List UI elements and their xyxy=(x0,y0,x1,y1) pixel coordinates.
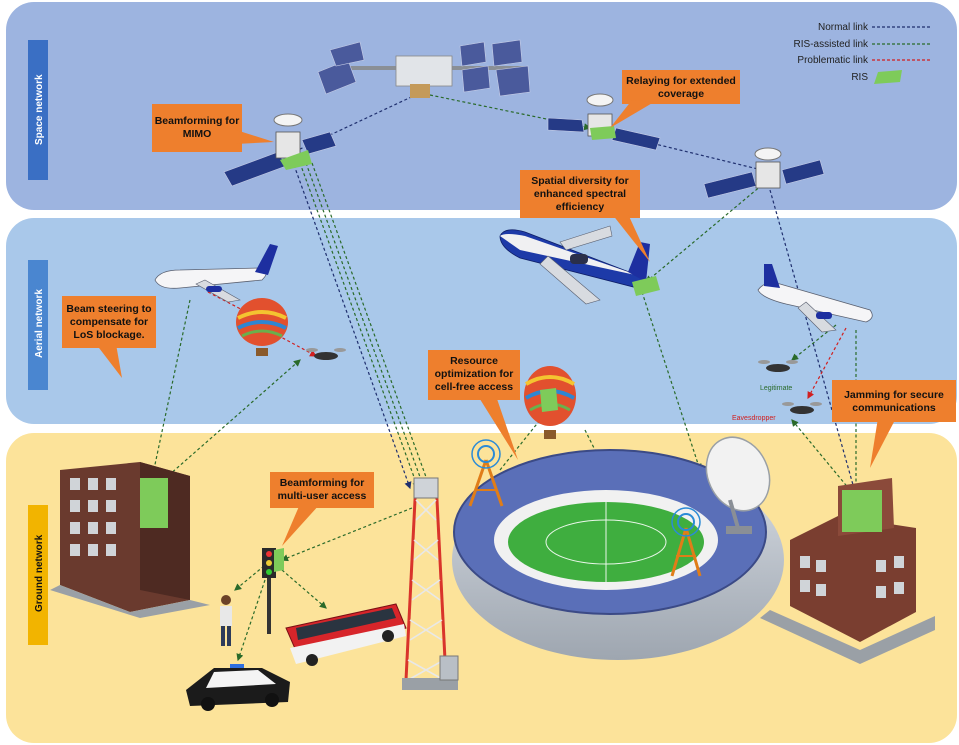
ris-balloon xyxy=(540,388,558,412)
callout-resource-optimization-line2: optimization for xyxy=(435,368,514,380)
link-sat-ground-normal xyxy=(293,164,412,490)
aerial-tab xyxy=(28,260,48,390)
antenna-tower-right xyxy=(670,507,702,577)
callout-beamforming-multiuser-line2: multi-user access xyxy=(278,490,367,502)
callout-beam-steering-line3: LoS blockage. xyxy=(73,329,144,341)
legitimate-label: Legitimate xyxy=(760,385,792,392)
ris-building-left xyxy=(140,478,168,528)
callout-relaying-line1: Relaying for extended xyxy=(626,75,736,87)
eavesdropper-label: Eavesdropper xyxy=(732,415,776,422)
link-plane-dish xyxy=(641,291,702,472)
legend-problematic-label: Problematic link xyxy=(797,55,869,66)
legend-ris-link-label: RIS-assisted link xyxy=(794,39,869,50)
callout-jamming-line1: Jamming for secure xyxy=(844,389,944,401)
cell-tower xyxy=(402,477,459,690)
building-right xyxy=(760,478,935,664)
link-tower-traffic xyxy=(280,507,413,562)
callout-spatial-diversity-line3: efficiency xyxy=(556,201,605,213)
drone-center-left xyxy=(306,348,346,360)
satellite-left xyxy=(223,113,337,187)
antenna-tower-left xyxy=(468,439,504,507)
link-sat-mid-right xyxy=(609,132,763,171)
airplane-center xyxy=(499,225,660,305)
satellite-right xyxy=(703,147,825,199)
aerial-tab-label: Aerial network xyxy=(34,289,45,358)
callout-beam-steering-line1: Beam steering to xyxy=(66,303,151,315)
ris-satellite-middle xyxy=(590,126,616,140)
space-band xyxy=(6,2,957,210)
ris-airplane-center xyxy=(632,276,660,296)
callout-relaying-line2: coverage xyxy=(658,88,704,100)
legend: Normal link RIS-assisted link Problemati… xyxy=(794,22,932,84)
callout-spatial-diversity-line1: Spatial diversity for xyxy=(531,175,628,187)
building-left xyxy=(50,462,210,618)
callout-resource-optimization-line3: cell-free access xyxy=(435,381,513,393)
link-iss-sat-left xyxy=(297,91,423,151)
stadium xyxy=(452,449,784,660)
ris-satellite-left xyxy=(280,150,312,170)
link-eavesdrop xyxy=(807,327,847,400)
callout-beamforming-mimo-line2: MIMO xyxy=(183,128,212,140)
ris-building-right xyxy=(842,490,882,532)
hot-air-balloon-center xyxy=(524,366,576,439)
link-traffic-bus xyxy=(281,569,327,609)
callout-beamforming-multiuser-line1: Beamforming for xyxy=(280,477,365,489)
link-ris-building-eaves xyxy=(791,419,851,491)
ground-tab xyxy=(28,505,48,645)
airplane-right xyxy=(757,264,873,333)
legend-normal-label: Normal link xyxy=(818,22,869,33)
traffic-light xyxy=(262,548,284,634)
callout-beam-steering-line2: compensate for xyxy=(70,316,148,328)
legend-ris-label: RIS xyxy=(851,72,868,83)
callout-beamforming-mimo-line1: Beamforming for xyxy=(155,115,240,127)
link-plane-left-building xyxy=(149,299,191,489)
satellite-middle xyxy=(547,93,661,151)
link-sat-tower-3 xyxy=(311,162,432,490)
link-sat-tower-1 xyxy=(299,162,420,490)
drone-legitimate xyxy=(758,360,798,372)
link-balloon-drone xyxy=(267,329,318,357)
callout-spatial-diversity-line2: enhanced spectral xyxy=(534,188,626,200)
link-plane-right-drone xyxy=(791,324,837,361)
bus xyxy=(285,603,407,666)
satellite-dish xyxy=(705,436,771,534)
police-car xyxy=(186,664,290,711)
airplane-left xyxy=(154,244,278,303)
ris-traffic-light xyxy=(274,548,284,572)
callout-jamming-line2: communications xyxy=(852,402,936,414)
space-station xyxy=(317,39,531,98)
ground-tab-label: Ground network xyxy=(34,534,45,612)
person xyxy=(220,595,232,646)
callout-resource-optimization-line1: Resource xyxy=(450,355,498,367)
space-tab xyxy=(28,40,48,180)
space-tab-label: Space network xyxy=(34,74,45,145)
drone-eavesdropper xyxy=(782,402,822,414)
link-sat-right-ground xyxy=(769,189,856,493)
hot-air-balloon-left xyxy=(236,298,288,356)
link-sat-tower-2 xyxy=(305,162,426,490)
link-traffic-person xyxy=(234,565,265,591)
legend-ris-swatch xyxy=(874,70,902,84)
